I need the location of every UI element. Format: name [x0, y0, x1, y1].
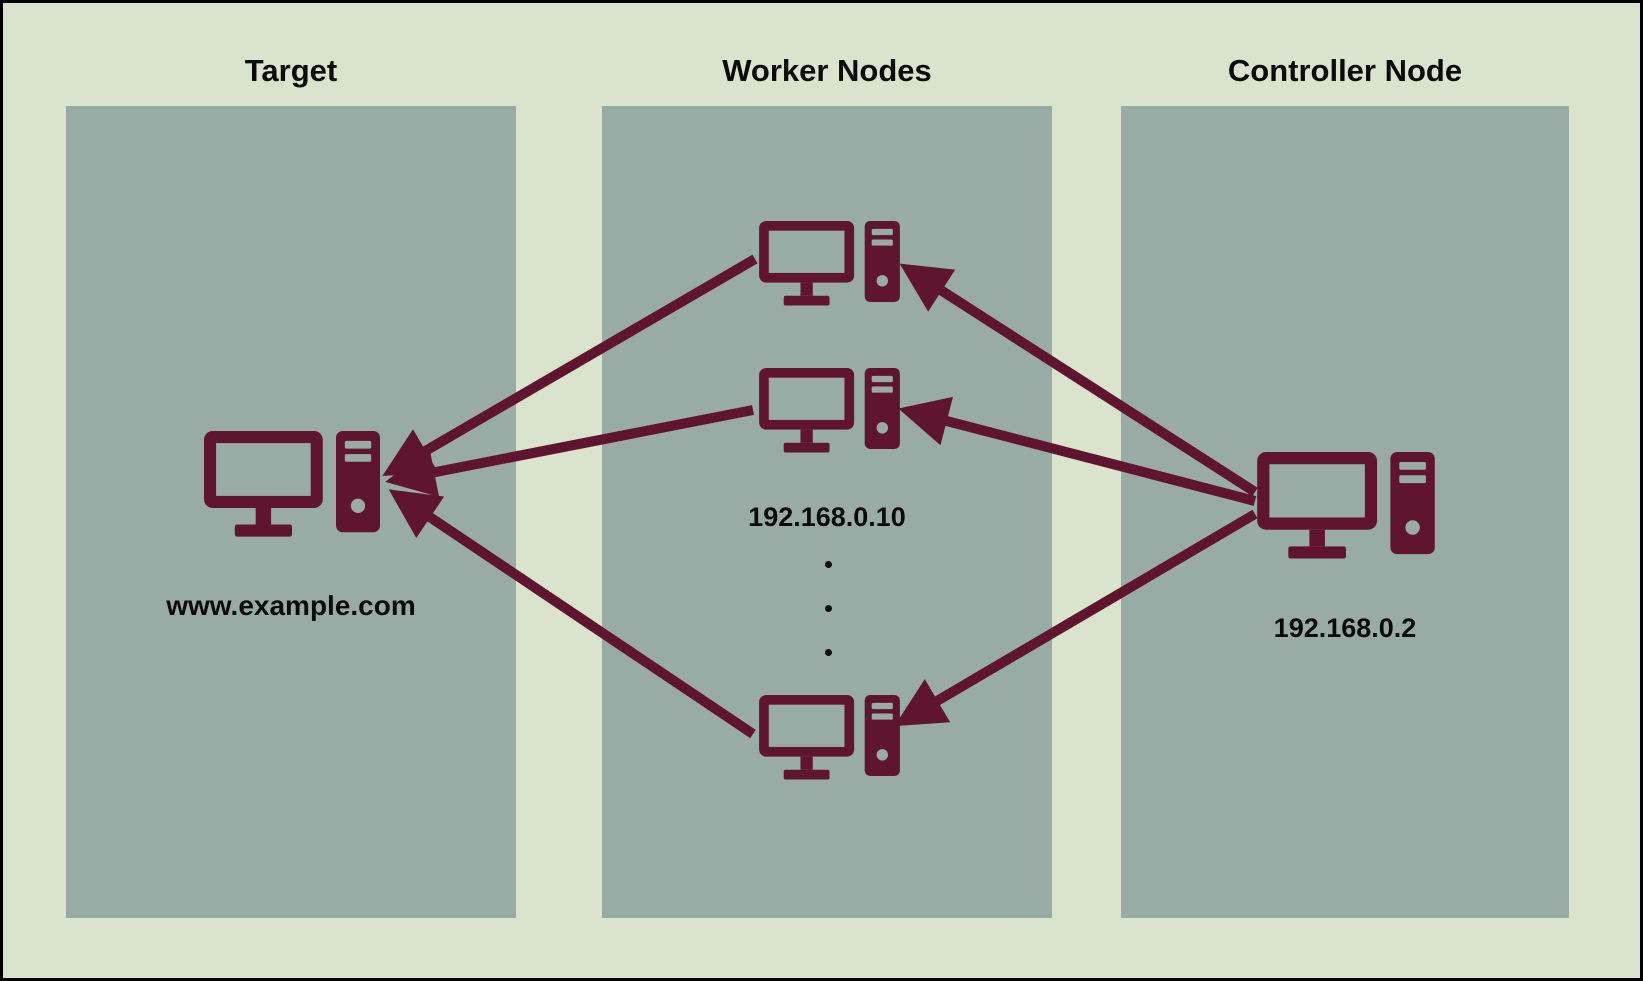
more-workers-ellipsis: [823, 561, 833, 656]
worker-node-ip-label: 192.168.0.10: [748, 502, 906, 532]
controller-column-heading: Controller Node: [1227, 53, 1463, 88]
target-column-heading: Target: [244, 53, 338, 88]
target-computer-icon: [203, 431, 381, 541]
worker-2-computer-icon: [758, 368, 901, 456]
worker-3-computer-icon: [758, 695, 901, 783]
ellipsis-dot: [824, 561, 832, 568]
target-node-label: www.example.com: [166, 590, 416, 621]
ellipsis-dot: [824, 649, 832, 656]
ellipsis-dot: [824, 605, 832, 612]
controller-node-ip-label: 192.168.0.2: [1273, 613, 1417, 643]
controller-computer-icon: [1256, 452, 1436, 563]
worker-1-computer-icon: [758, 221, 901, 309]
workers-column-heading: Worker Nodes: [722, 53, 932, 88]
